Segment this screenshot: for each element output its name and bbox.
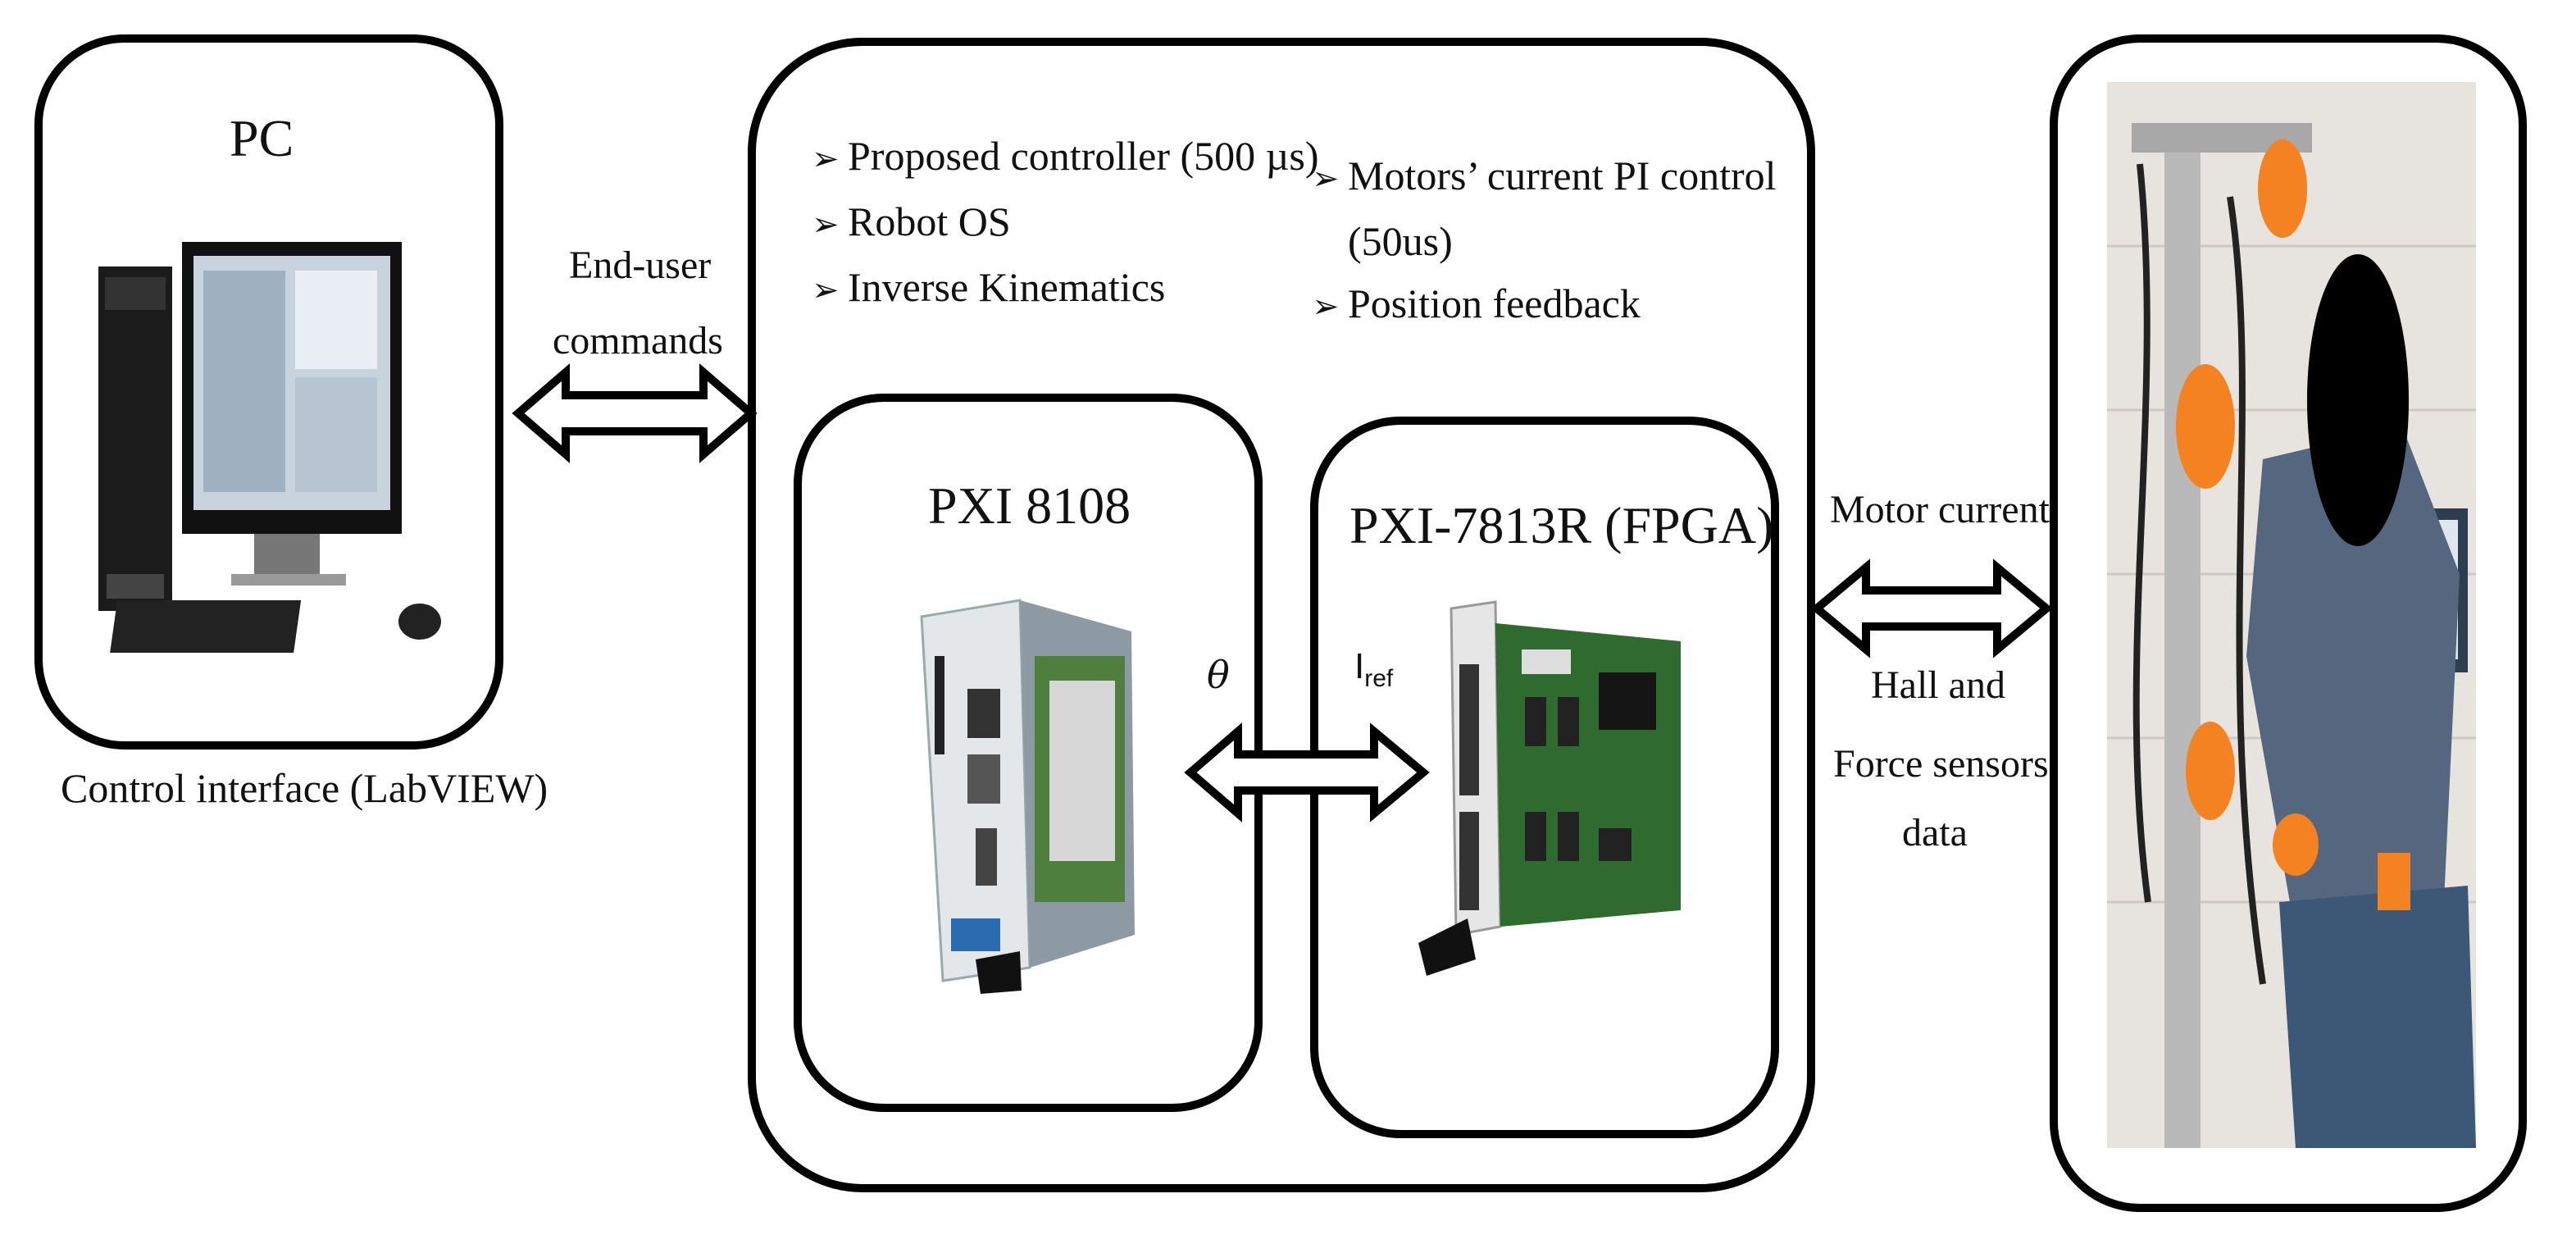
end-user-label-line2: commands xyxy=(553,319,723,362)
iref-label: Iref xyxy=(1354,646,1393,693)
end-user-label-line1: End-user xyxy=(569,244,712,287)
bullet-item: ➢Proposed controller (500 µs) xyxy=(812,125,1319,190)
end-user-double-arrow xyxy=(512,363,758,463)
pxi8108-title: PXI 8108 xyxy=(928,476,1131,535)
sensors-label-line2: Force sensors xyxy=(1833,742,2049,786)
arrowhead-bullet-icon: ➢ xyxy=(812,140,840,178)
pc-caption: Control interface (LabVIEW) xyxy=(61,765,548,811)
arrowhead-bullet-icon: ➢ xyxy=(812,206,840,244)
arrowhead-bullet-icon: ➢ xyxy=(1312,288,1340,326)
iref-subscript: ref xyxy=(1364,664,1394,692)
arrowhead-bullet-icon: ➢ xyxy=(1312,160,1340,198)
robot-box xyxy=(2050,34,2527,1212)
bullet-item-continued: (50us) xyxy=(1348,218,1453,264)
sensors-label-line3: data xyxy=(1902,811,1968,854)
fpga-title: PXI-7813R (FPGA) xyxy=(1349,496,1774,554)
right-bullet-list: ➢Motors’ current PI control (50us) ➢Posi… xyxy=(1312,144,1777,338)
sensors-label-line1: Hall and xyxy=(1871,663,2005,707)
motor-current-label: Motor current xyxy=(1830,488,2050,531)
bullet-item: ➢Inverse Kinematics xyxy=(812,256,1319,321)
arrowhead-bullet-icon: ➢ xyxy=(812,271,840,309)
iref-main: I xyxy=(1354,646,1365,686)
bullet-item: ➢Position feedback xyxy=(1312,272,1777,338)
theta-label: θ xyxy=(1207,653,1230,697)
motor-sensors-double-arrow xyxy=(1810,558,2053,658)
pc-title: PC xyxy=(230,109,294,167)
bullet-item: ➢Robot OS xyxy=(812,190,1319,256)
left-bullet-list: ➢Proposed controller (500 µs) ➢Robot OS … xyxy=(812,125,1319,321)
bullet-item: ➢Motors’ current PI control xyxy=(1312,144,1777,210)
